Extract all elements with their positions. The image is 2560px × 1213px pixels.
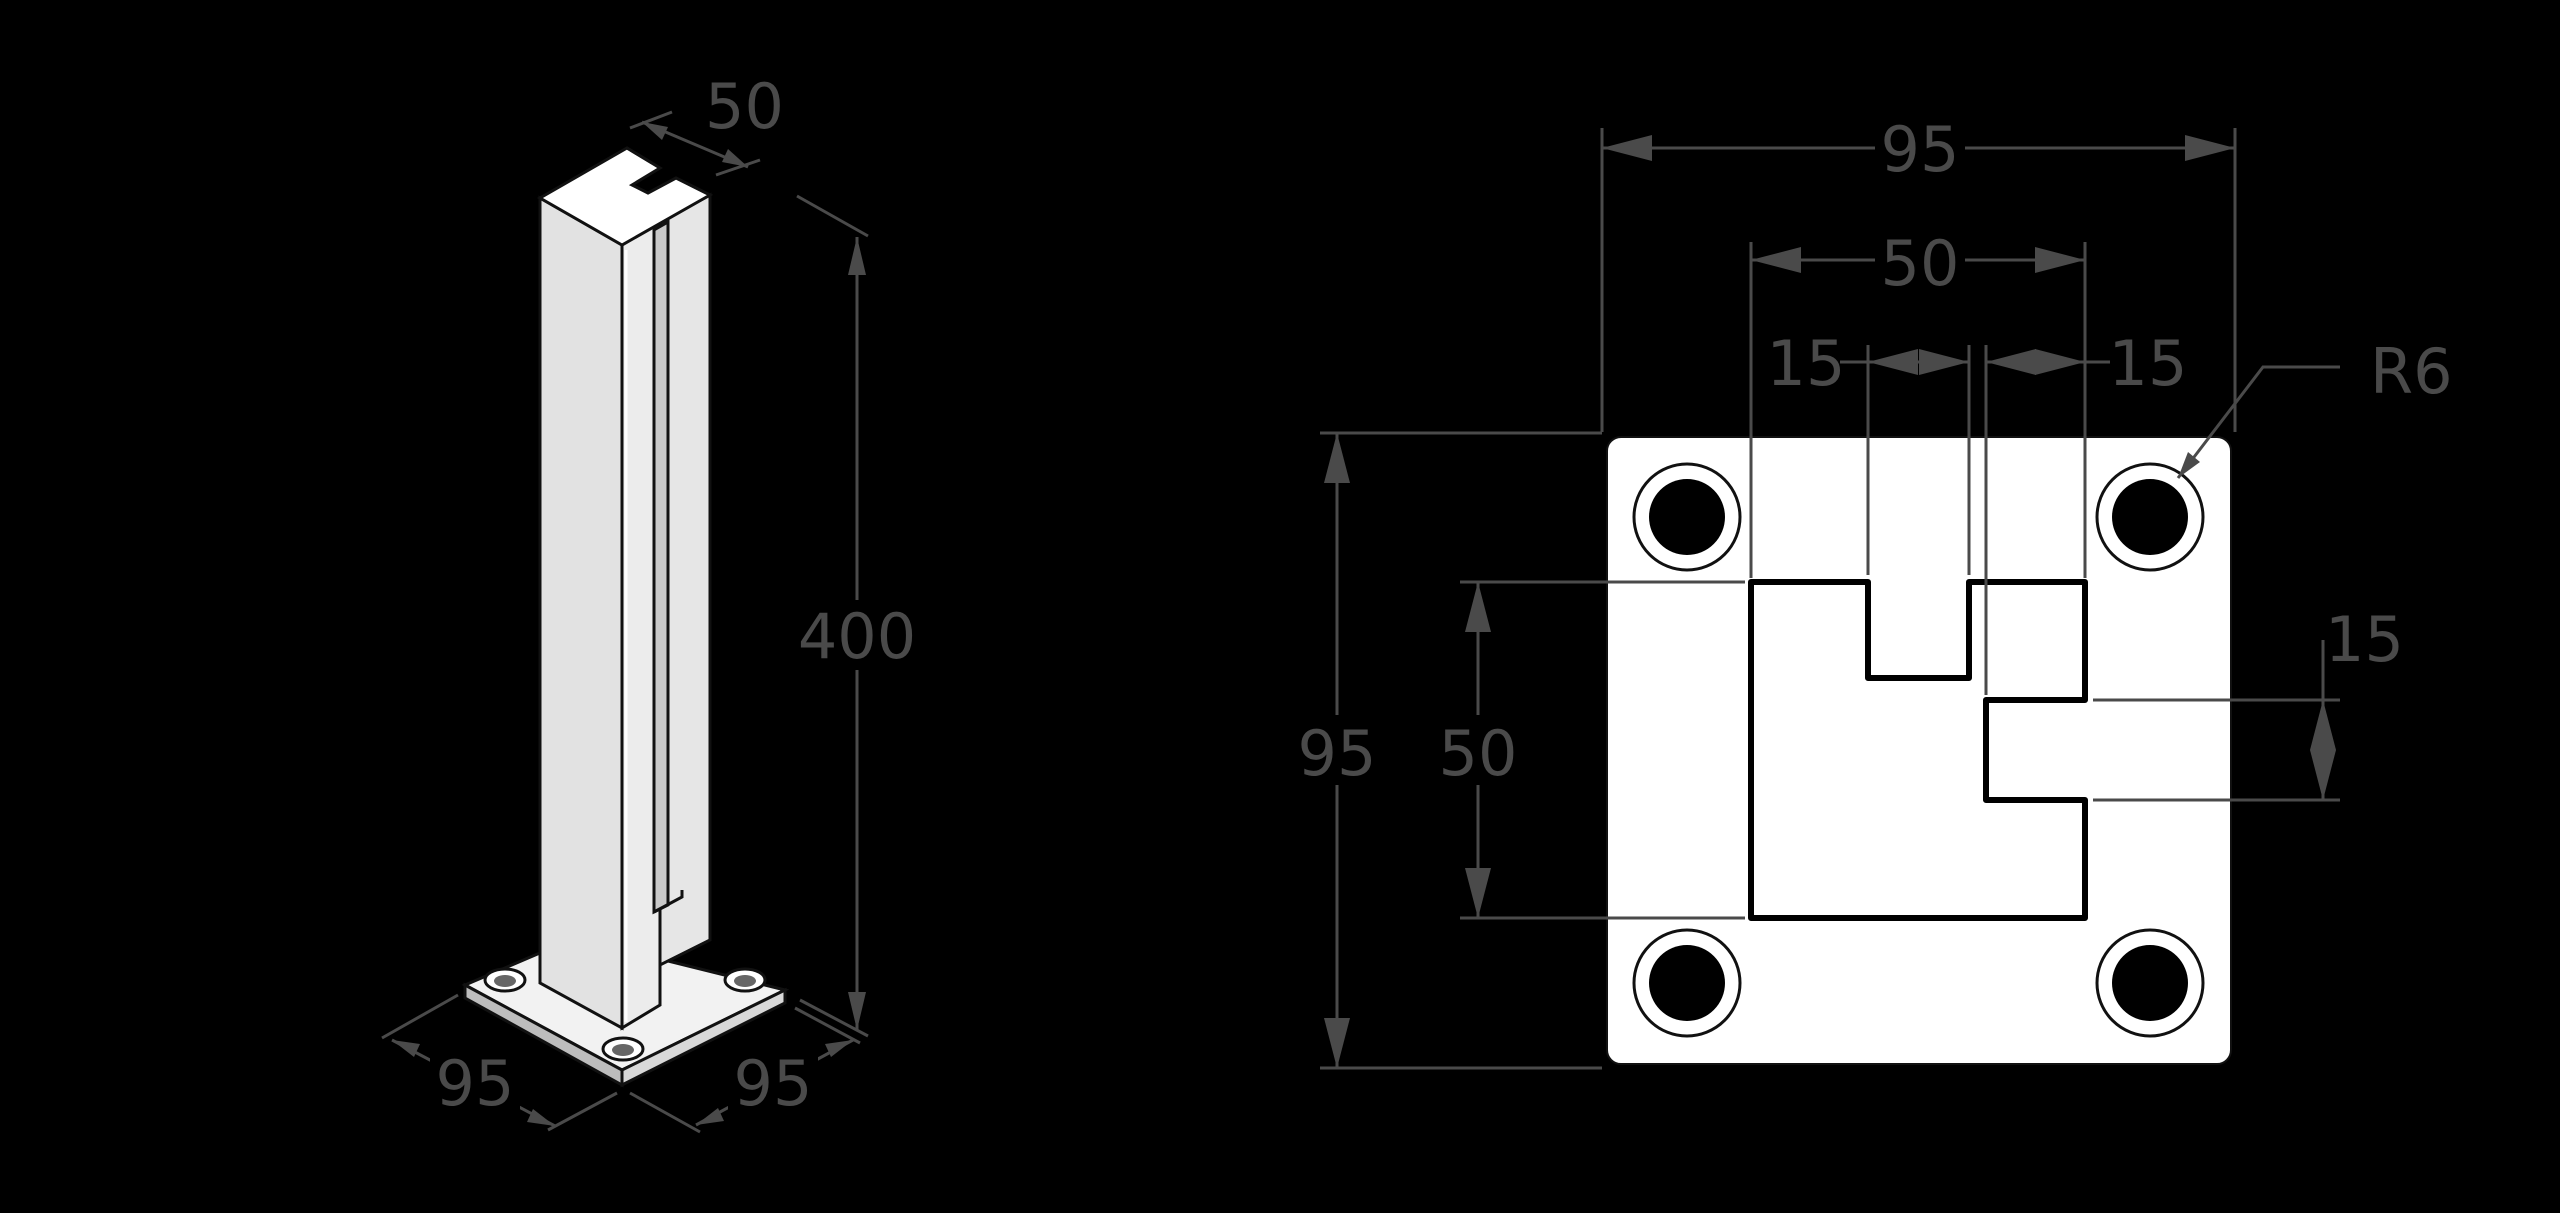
dim-plan-post-height-text: 50: [1439, 717, 1518, 790]
dim-plan-slot-left: 15: [1767, 327, 1971, 575]
dim-plan-slot-left-text: 15: [1767, 327, 1846, 400]
dim-plan-post-height: 50: [1436, 580, 1745, 920]
dim-plan-post-width: 50: [1749, 226, 2087, 578]
iso-bolt-hole: [483, 967, 527, 993]
dim-iso-slot-width: 50: [629, 70, 784, 177]
dim-plan-overall-width-text: 95: [1881, 113, 1960, 186]
dim-iso-slot-width-text: 50: [705, 70, 784, 143]
plan-bolt-hole: [1632, 462, 1742, 572]
plan-bolt-hole: [1632, 928, 1742, 1038]
iso-bolt-hole: [723, 967, 767, 993]
dim-iso-base-right: 95: [629, 1006, 861, 1134]
dim-iso-height-text: 400: [798, 600, 916, 673]
dim-iso-base-left-text: 95: [436, 1047, 515, 1120]
plan-bolt-hole: [2095, 462, 2205, 572]
dim-plan-overall-height-text: 95: [1298, 717, 1377, 790]
dim-plan-slot-right-text: 15: [2109, 327, 2188, 400]
dim-plan-slot-side: 15: [2093, 603, 2404, 802]
dim-plan-slot-right: 15: [1984, 327, 2188, 695]
iso-bolt-hole: [601, 1036, 645, 1062]
iso-post: [536, 146, 714, 1031]
dim-plan-slot-side-text: 15: [2325, 603, 2404, 676]
dim-iso-base-right-text: 95: [734, 1047, 813, 1120]
dim-plan-radius-text: R6: [2370, 335, 2453, 408]
dim-plan-radius: R6: [2176, 335, 2453, 479]
plan-post-section: [1748, 579, 2088, 921]
dim-iso-base-left: 95: [381, 993, 618, 1132]
plan-bolt-hole: [2095, 928, 2205, 1038]
dim-plan-post-width-text: 50: [1881, 227, 1960, 300]
dim-plan-overall-width: 95: [1600, 112, 2237, 432]
plan-view: 95 50 15 15: [1295, 112, 2453, 1070]
dim-plan-overall-height: 95: [1295, 431, 1602, 1070]
iso-view: 50 400 95: [381, 70, 916, 1134]
dim-iso-height: 400: [796, 194, 916, 1038]
